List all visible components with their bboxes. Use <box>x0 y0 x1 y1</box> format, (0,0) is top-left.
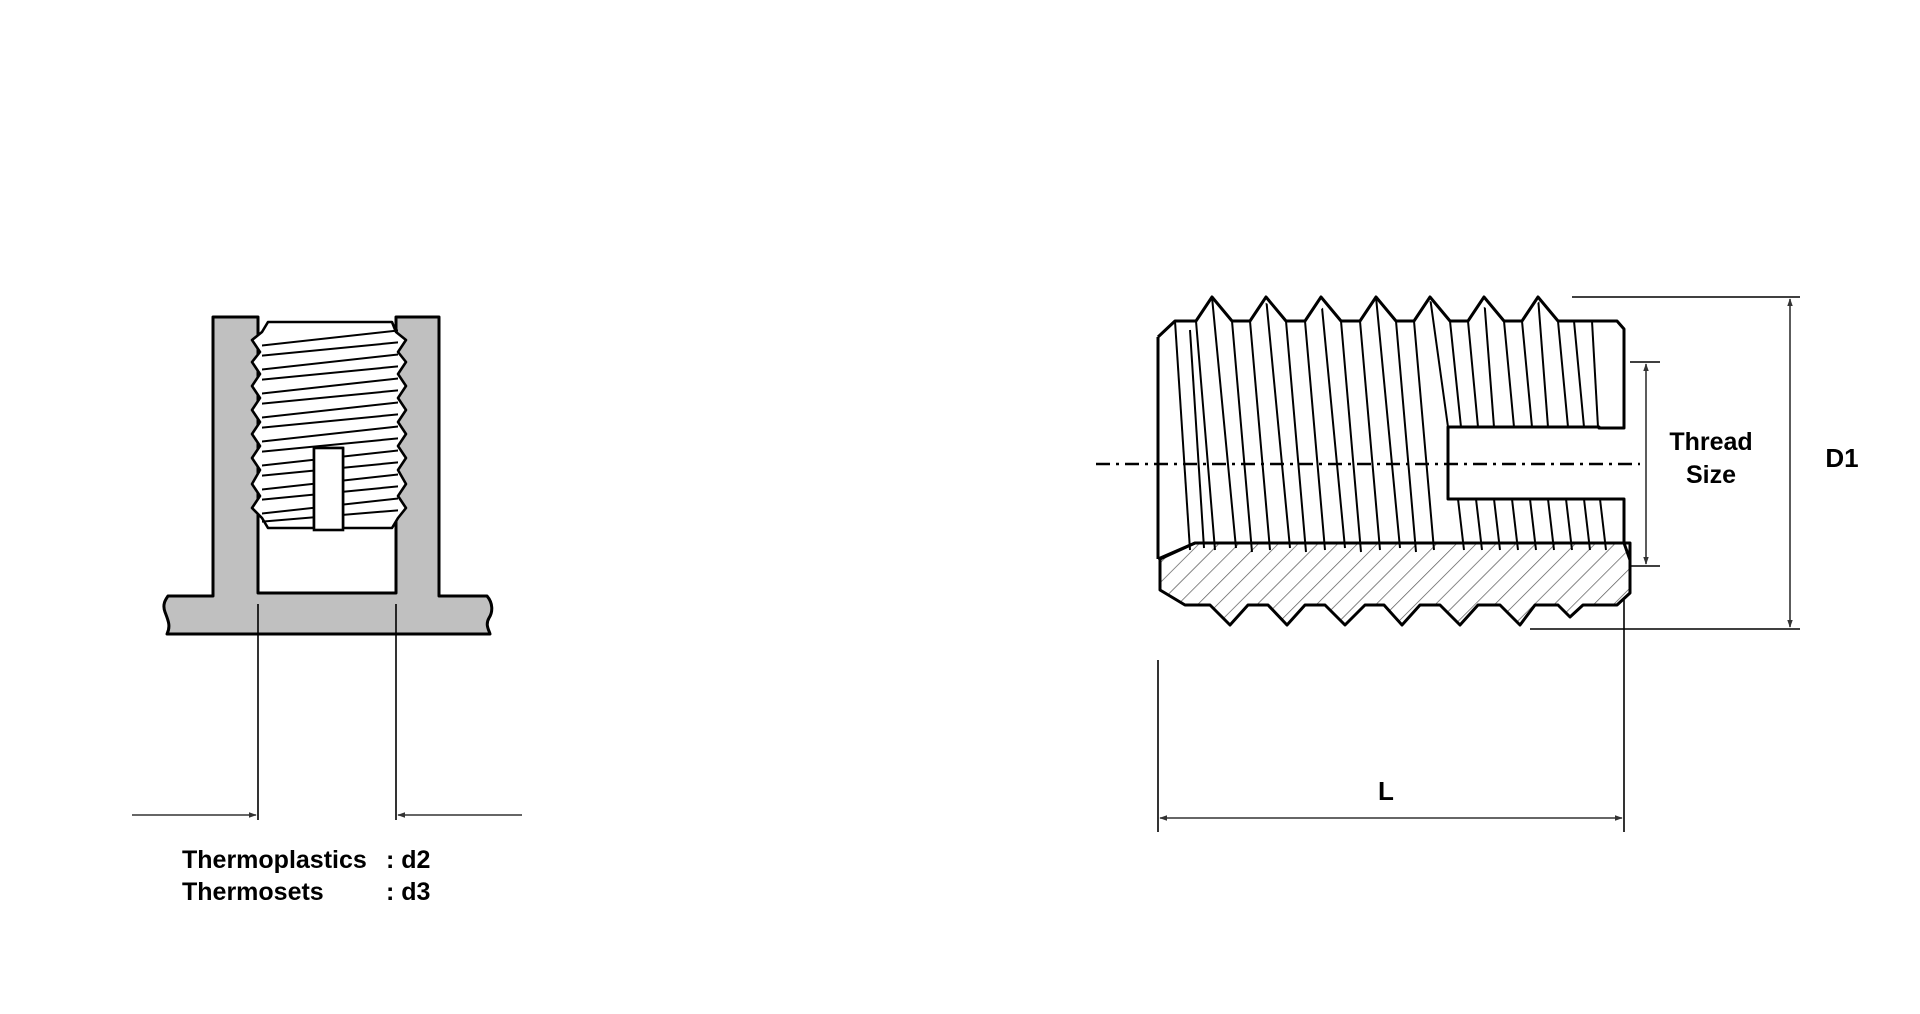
plastic-boss <box>162 315 494 636</box>
installed-insert-view: Thermoplastics : d2 Thermosets : d3 <box>132 315 522 906</box>
threaded-insert-left <box>250 320 408 532</box>
value-thermosets: : d3 <box>386 878 430 906</box>
value-thermoplastics: : d2 <box>386 846 430 874</box>
label-thermosets: Thermosets <box>182 878 324 906</box>
label-d1: D1 <box>1825 443 1858 473</box>
insert-side-view: D1 Thread Size L <box>1096 295 1859 832</box>
label-thread: Thread <box>1669 428 1752 456</box>
label-thermoplastics: Thermoplastics <box>182 846 367 874</box>
section-hatch <box>1158 541 1632 627</box>
label-l: L <box>1378 776 1394 806</box>
thread-flanks <box>1174 296 1607 553</box>
label-size: Size <box>1686 461 1736 489</box>
